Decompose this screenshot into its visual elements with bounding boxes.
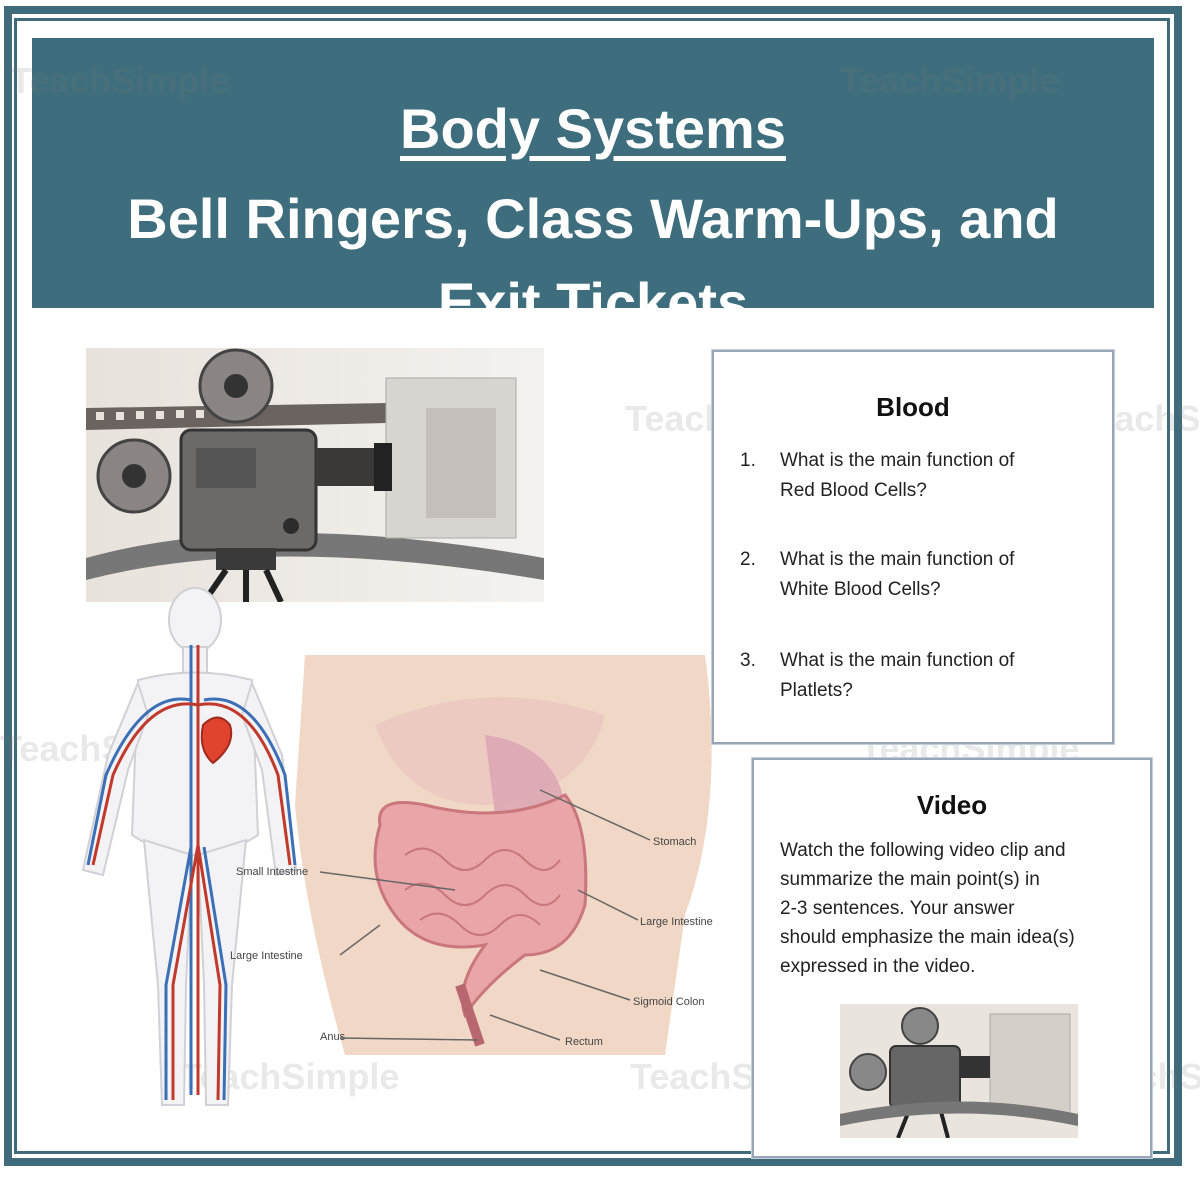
question-text: What is the main function of White Blood…	[780, 545, 1080, 605]
instruction-line: Watch the following video clip and	[780, 840, 1066, 861]
inner-frame	[14, 18, 1170, 1154]
blood-question-card: Blood 1. What is the main function of Re…	[712, 350, 1114, 744]
label-anus: Anus	[320, 1031, 346, 1043]
question-text: What is the main function of Platlets?	[780, 646, 1080, 706]
question-number: 1.	[740, 450, 756, 471]
blood-question-1: 1. What is the main function of Red Bloo…	[740, 446, 1100, 506]
outer-frame	[4, 6, 1182, 1166]
label-rectum: Rectum	[565, 1036, 603, 1048]
question-number: 3.	[740, 650, 756, 671]
watermark: TeachSimple	[10, 60, 230, 101]
question-line: What is the main function of	[780, 450, 1015, 471]
question-line: Red Blood Cells?	[780, 480, 927, 501]
instruction-line: should emphasize the main idea(s)	[780, 927, 1075, 948]
digestive-system-image: Stomach Large Intestine Sigmoid Colon Re…	[285, 655, 745, 1055]
video-thumbnail-projector	[840, 1004, 1078, 1138]
banner-subtitle-line2: Exit Tickets	[437, 271, 749, 334]
label-sigmoid-colon: Sigmoid Colon	[633, 996, 705, 1008]
video-question-card: Video Watch the following video clip and…	[752, 758, 1152, 1158]
digestive-organs-graphic	[295, 655, 712, 1055]
video-card-title: Video	[916, 790, 988, 820]
banner-title: Body Systems	[400, 97, 786, 160]
blood-question-3: 3. What is the main function of Platlets…	[740, 646, 1100, 706]
question-line: Platlets?	[780, 680, 853, 701]
instruction-line: 2-3 sentences. Your answer	[780, 898, 1015, 919]
label-small-intestine: Small Intestine	[236, 866, 309, 878]
question-line: What is the main function of	[780, 549, 1015, 570]
question-line: What is the main function of	[780, 650, 1015, 671]
label-large-intestine-right: Large Intestine	[640, 916, 713, 928]
blood-question-2: 2. What is the main function of White Bl…	[740, 545, 1100, 605]
label-stomach: Stomach	[653, 836, 697, 848]
question-text: What is the main function of Red Blood C…	[780, 446, 1080, 506]
title-banner: Body Systems Bell Ringers, Class Warm-Up…	[32, 38, 1154, 334]
circulatory-system-figure	[81, 587, 298, 1106]
instruction-line: expressed in the video.	[780, 956, 976, 977]
label-large-intestine-left: Large Intestine	[230, 950, 303, 962]
question-number: 2.	[740, 549, 756, 570]
film-projector-image	[86, 348, 544, 602]
question-line: White Blood Cells?	[780, 579, 941, 600]
instruction-line: summarize the main point(s) in	[780, 869, 1040, 890]
blood-card-title: Blood	[876, 392, 950, 422]
video-instructions: Watch the following video clip and summa…	[780, 836, 1140, 981]
watermark: TeachSimple	[840, 60, 1060, 101]
banner-subtitle-line1: Bell Ringers, Class Warm-Ups, and	[127, 187, 1059, 250]
